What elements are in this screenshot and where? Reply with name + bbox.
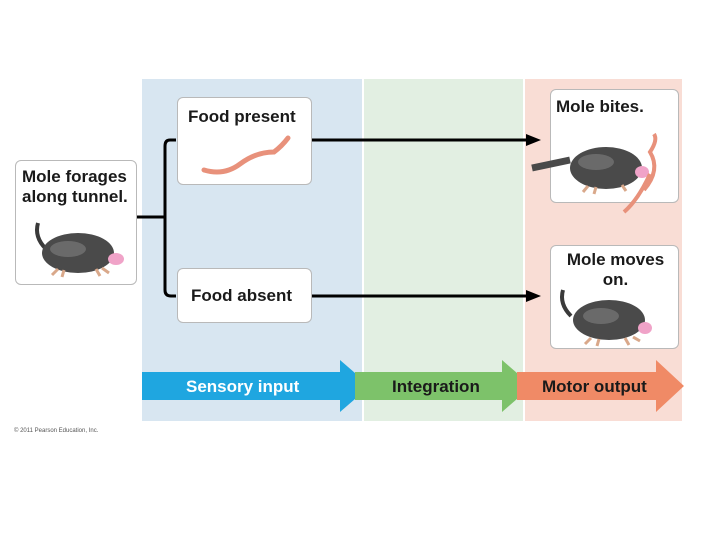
motor-arrow: [517, 360, 684, 412]
branch-connector: [137, 138, 176, 298]
integration-arrow: [355, 360, 532, 412]
food-absent-label: Food absent: [191, 286, 293, 305]
response-bite-label: Mole bites.: [556, 97, 644, 116]
integration-label: Integration: [392, 377, 480, 396]
sensory-input-label: Sensory input: [186, 377, 300, 396]
response-move-label: Mole moves on.: [566, 250, 665, 289]
food-present-box: Food present: [177, 97, 312, 185]
food-absent-box: Food absent: [177, 268, 312, 323]
worm-icon: [201, 135, 291, 175]
copyright-notice: © 2011 Pearson Education, Inc.: [14, 428, 99, 434]
stimulus-box: Mole forages along tunnel.: [15, 160, 137, 285]
arrowhead-absent: [526, 290, 541, 302]
arrowhead-present: [526, 134, 541, 146]
response-move-box: Mole moves on.: [550, 245, 679, 349]
integration-band: [364, 79, 523, 421]
sensory-arrow: [142, 360, 370, 412]
motor-output-label: Motor output: [542, 377, 647, 396]
mole-biting-icon: [531, 132, 658, 214]
mole-foraging-icon: [35, 222, 124, 278]
response-bite-box: Mole bites.: [531, 89, 679, 214]
stimulus-label: Mole forages along tunnel.: [22, 167, 128, 206]
mole-moving-icon: [560, 289, 652, 347]
food-present-label: Food present: [188, 107, 296, 126]
